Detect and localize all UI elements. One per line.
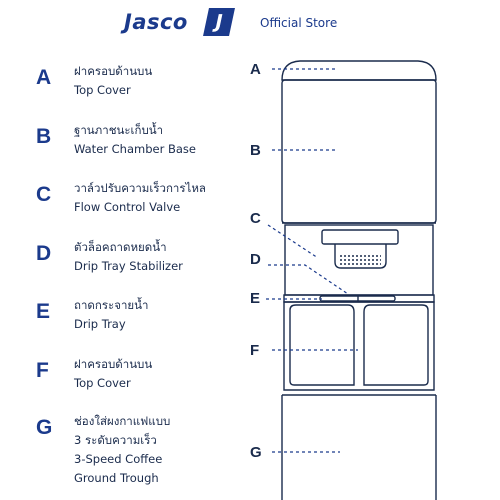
top-cover-shape (281, 60, 437, 81)
legend-english: Top Cover (74, 83, 131, 97)
middle-section-shape (284, 224, 434, 296)
legend-letter: B (36, 125, 52, 148)
legend-thai-line2: 3 ระดับความเร็ว (74, 433, 157, 447)
legend-english: Drip Tray (74, 317, 126, 331)
legend-english: 3-Speed Coffee (74, 452, 163, 466)
diagram-label-f: F (250, 342, 260, 359)
diagram-label-c: C (250, 210, 261, 227)
diagram-label-b: B (250, 142, 261, 159)
legend-letter: E (36, 300, 51, 323)
legend-english: Top Cover (74, 376, 131, 390)
legend-thai: ตัวล็อคถาดหยดน้ำ (74, 240, 167, 254)
legend-letter: A (36, 66, 52, 89)
leader-line-c (267, 224, 319, 259)
official-store-label: Official Store (260, 16, 338, 30)
legend-letter: F (36, 359, 49, 382)
legend-letter: C (36, 183, 52, 206)
leader-line-d (268, 264, 349, 295)
legend-thai: ฐานภาชนะเก็บน้ำ (74, 123, 164, 137)
diagram-label-g: G (250, 444, 262, 461)
diagram-label-a: A (250, 61, 261, 78)
header: Jasco J Official Store (0, 8, 500, 42)
legend-thai: ช่องใส่ผงกาแฟแบบ (74, 414, 171, 428)
legend-english: Water Chamber Base (74, 142, 196, 156)
legend-thai: ฝาครอบด้านบน (74, 64, 153, 78)
legend-thai: ถาดกระจายน้ำ (74, 298, 149, 312)
diagram-label-d: D (250, 251, 261, 268)
water-chamber-shape (281, 79, 437, 224)
legend-thai: วาล์วปรับความเร็วการไหล (74, 181, 206, 195)
diagram-label-e: E (250, 290, 261, 307)
lower-container-shape (283, 301, 435, 391)
legend-thai: ฝาครอบด้านบน (74, 357, 153, 371)
logo-text: Jasco (124, 10, 188, 34)
valve-shape (321, 229, 399, 245)
legend-letter: G (36, 416, 53, 439)
legend-english: Flow Control Valve (74, 200, 181, 214)
legend-english-line2: Ground Trough (74, 471, 159, 485)
legend-letter: D (36, 242, 52, 265)
legend-english: Drip Tray Stabilizer (74, 259, 183, 273)
